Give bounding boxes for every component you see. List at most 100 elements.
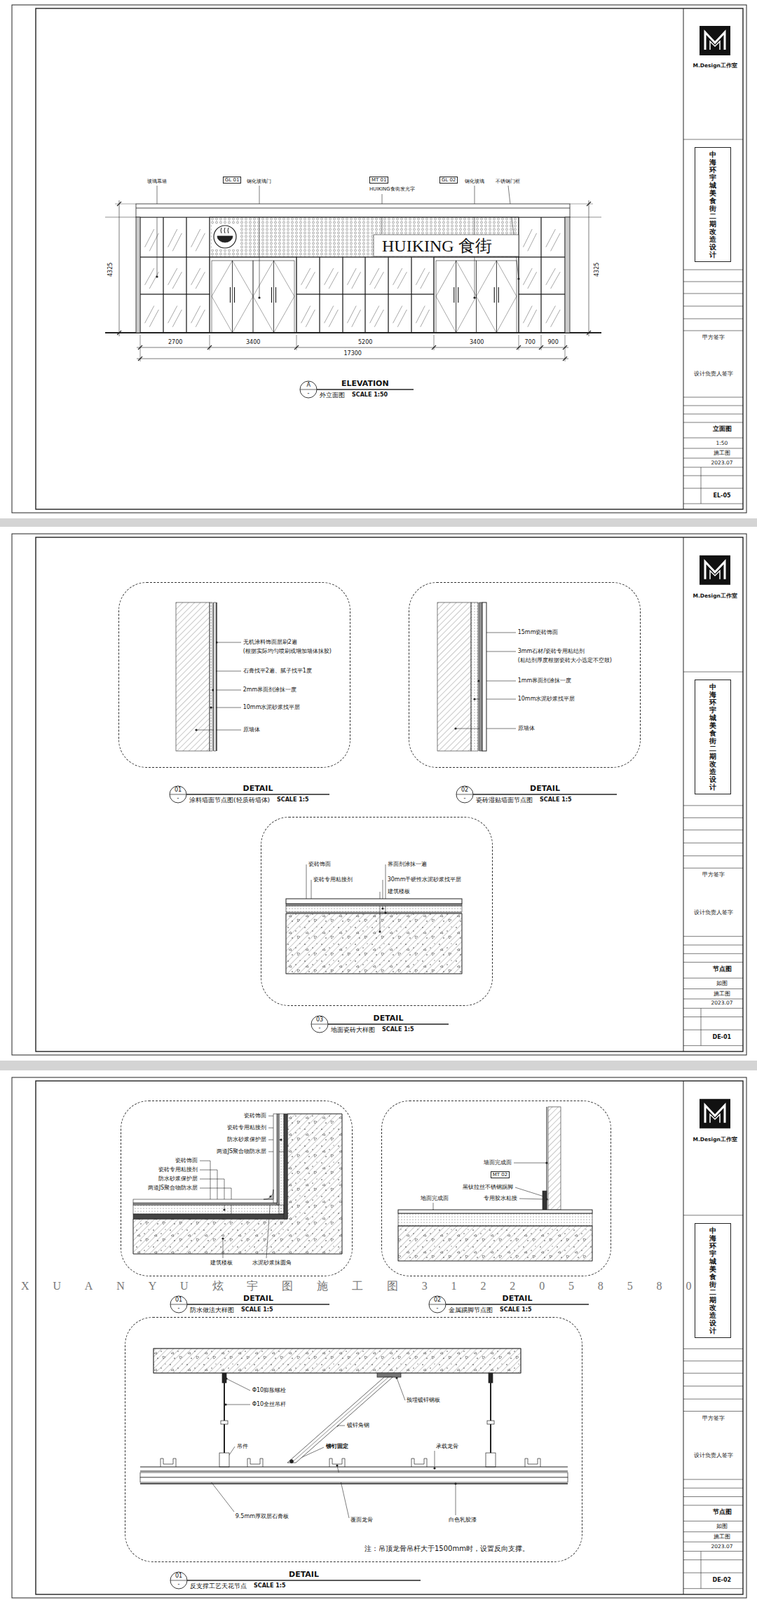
dimension-line — [136, 347, 569, 349]
sheet-number: DE-02 — [712, 1577, 732, 1585]
signature-field: 设计负责人签字 — [693, 909, 734, 917]
leader-dot — [335, 1464, 338, 1468]
detail-bubble: 瓷砖饰面瓷砖专用粘接剂防水砂浆保护层两道JS聚合物防水层瓷砖饰面瓷砖专用粘接剂防… — [120, 1101, 353, 1278]
waterproof-section — [133, 1114, 343, 1255]
ceiling-section — [140, 1467, 568, 1469]
callout-text: 石膏找平2遍、腻子找平1度 — [243, 667, 312, 675]
skirting-section — [548, 1107, 561, 1211]
glass-panel — [140, 294, 164, 333]
sheet-scale: 1:50 — [716, 440, 729, 447]
drawing-date: 2023.07 — [711, 459, 734, 467]
leader-line — [455, 1484, 457, 1517]
glass-hatch — [191, 306, 201, 324]
detail-callout-line — [428, 1305, 446, 1306]
door-handle — [229, 287, 231, 303]
glass-hatch — [546, 268, 556, 286]
dimension-line — [114, 203, 136, 205]
glass-hatch — [527, 233, 537, 252]
glass-hatch — [324, 306, 334, 324]
glass-hatch — [346, 268, 357, 286]
leader-line — [213, 690, 242, 692]
callout-text: 覆面龙骨 — [350, 1517, 373, 1525]
scale-note: SCALE 1:5 — [499, 1307, 533, 1315]
signature-field: 设计负责人签字 — [693, 370, 734, 378]
material-tag: MT 01 — [369, 176, 389, 184]
sheet-frame — [11, 1078, 747, 1599]
glass-panel — [319, 257, 343, 295]
callout-text: 瓷砖专用粘接剂 — [158, 1167, 198, 1175]
door-swing — [496, 260, 517, 333]
title-box: 中海环宇城美食街二期改造设计 — [694, 679, 732, 795]
sheet-separator — [0, 1061, 757, 1072]
studio-logo — [705, 1106, 725, 1124]
glass-hatch — [168, 229, 178, 248]
skirting-section — [398, 1210, 593, 1215]
material-tag: MT 02 — [490, 1171, 510, 1179]
callout-text: 瓷砖饰面 — [308, 861, 331, 869]
detail-heading: DETAIL — [502, 1294, 533, 1304]
elevation-drawing — [220, 227, 229, 234]
title-block-line — [683, 397, 743, 399]
title-block-line — [683, 1215, 743, 1217]
title-block-line — [683, 829, 743, 831]
callout-text: 瓷砖饰面 — [243, 1113, 267, 1121]
scale-note: SCALE 1:5 — [382, 1026, 415, 1034]
glass-hatch — [172, 309, 182, 328]
wall-section-01 — [175, 602, 217, 752]
callout-number: 01 — [175, 1573, 183, 1581]
title-block-line — [683, 936, 743, 938]
studio-logo — [699, 25, 731, 56]
elevation-drawing — [213, 225, 237, 249]
callout-text: 15mm瓷砖饰面 — [517, 629, 559, 637]
floor-section — [285, 914, 462, 975]
door-handle — [275, 287, 277, 303]
glass-hatch — [191, 229, 201, 248]
leader-line — [199, 1179, 225, 1181]
elevation-drawing — [105, 332, 602, 334]
door-swing — [456, 260, 477, 333]
title-block-line — [683, 318, 743, 320]
callout-text: 无机涂料饰面层刷2遍 — [243, 639, 298, 647]
title-block-line — [683, 537, 685, 1053]
wall-section-02 — [471, 602, 479, 752]
title-block-line — [683, 855, 743, 857]
glass-hatch — [346, 306, 357, 324]
dimension-tick — [294, 345, 299, 350]
elevation-drawing — [135, 217, 141, 333]
leader-line — [199, 1161, 211, 1163]
callout-text: 界面剂涂抹一遍 — [387, 861, 427, 869]
dimension: 2700 — [168, 339, 183, 347]
callout-text: 瓷砖专用粘接剂 — [227, 1124, 267, 1132]
dimension-tick — [207, 345, 212, 350]
floor-section — [285, 899, 462, 905]
sheet-ref: - — [318, 1025, 322, 1033]
dimension-tick — [586, 201, 591, 207]
drawing-date: 2023.07 — [711, 1000, 734, 1007]
sheet-name: 节点图 — [712, 1509, 732, 1517]
sheet-separator — [0, 518, 757, 1072]
glass-panel — [388, 294, 412, 333]
detail-callout-line — [299, 389, 317, 391]
glass-hatch — [522, 306, 533, 324]
detail-callout-circle — [428, 1296, 446, 1314]
leader-line — [513, 1163, 547, 1165]
glass-panel — [541, 217, 565, 258]
skirting-section — [542, 1191, 547, 1211]
leader-line — [226, 1379, 251, 1392]
callout-text: 吊件 — [236, 1443, 249, 1451]
ceiling-section — [377, 1373, 401, 1379]
sheet-name: 节点图 — [712, 965, 732, 974]
title-block-line — [683, 1542, 743, 1544]
wall-section-01 — [175, 602, 210, 752]
title-block-line — [683, 405, 743, 407]
ceiling-section — [140, 1483, 568, 1486]
ceiling-section — [487, 1421, 495, 1425]
glass-hatch — [145, 268, 155, 286]
wall-section-02 — [437, 602, 487, 752]
title-block-line — [683, 1573, 743, 1575]
ceiling-section — [219, 1453, 230, 1468]
door-leaf — [496, 260, 517, 333]
waterproof-section — [133, 1199, 277, 1204]
callout-text: 瓷砖饰面 — [175, 1157, 198, 1165]
sheet-number: EL-05 — [713, 492, 732, 500]
